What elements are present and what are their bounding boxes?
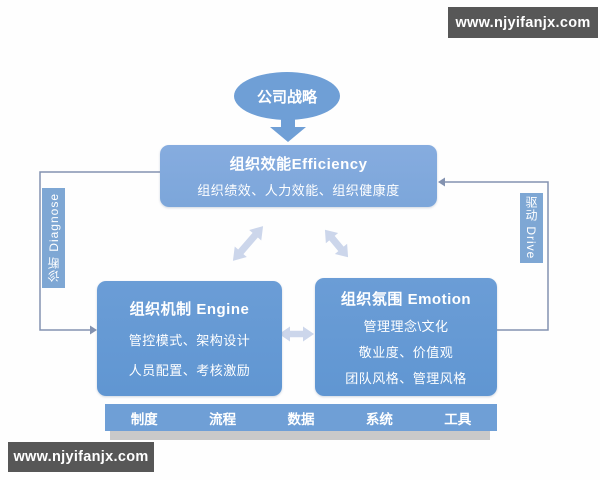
diagnose-side-label-text: 诊断 Diagnose — [47, 193, 61, 283]
watermark-top: www.njyifanjx.com — [448, 7, 598, 38]
efficiency-engine-double-arrow-icon — [232, 226, 264, 261]
foundation-bar: 制度 流程 数据 系统 工具 — [105, 404, 497, 431]
watermark-top-text: www.njyifanjx.com — [455, 14, 591, 31]
efficiency-title: 组织效能Efficiency — [229, 156, 368, 173]
emotion-line: 敬业度、价值观 — [358, 344, 454, 360]
emotion-line: 管理理念\文化 — [363, 318, 449, 334]
watermark-bottom-text: www.njyifanjx.com — [13, 449, 149, 465]
strategy-down-arrow-icon — [270, 118, 306, 142]
diagnose-arrowhead-icon — [90, 325, 97, 335]
engine-line: 人员配置、考核激励 — [128, 363, 251, 378]
drive-side-label: 驱动 Drive — [520, 193, 543, 263]
foundation-item: 数据 — [287, 411, 315, 427]
foundation-item: 制度 — [130, 411, 158, 427]
engine-emotion-double-arrow-icon — [279, 326, 314, 342]
diagnose-side-label: 诊断 Diagnose — [42, 188, 65, 288]
efficiency-emotion-double-arrow-icon — [324, 229, 349, 258]
foundation-item: 工具 — [444, 411, 472, 427]
watermark-bottom: www.njyifanjx.com — [8, 442, 154, 472]
engine-box: 组织机制 Engine 管控模式、架构设计 人员配置、考核激励 — [97, 281, 282, 396]
engine-line: 管控模式、架构设计 — [128, 333, 251, 348]
efficiency-box: 组织效能Efficiency 组织绩效、人力效能、组织健康度 — [160, 145, 437, 207]
strategy-label: 公司战略 — [256, 88, 317, 106]
efficiency-subtitle: 组织绩效、人力效能、组织健康度 — [197, 183, 400, 198]
foundation-item: 流程 — [209, 411, 237, 427]
foundation-item: 系统 — [365, 411, 393, 427]
emotion-box: 组织氛围 Emotion 管理理念\文化 敬业度、价值观 团队风格、管理风格 — [315, 278, 497, 396]
emotion-line: 团队风格、管理风格 — [345, 370, 467, 386]
foundation-bar-shadow — [110, 431, 490, 440]
engine-title: 组织机制 Engine — [129, 301, 250, 318]
drive-arrowhead-icon — [438, 177, 445, 187]
drive-side-label-text: 驱动 Drive — [524, 196, 538, 260]
emotion-title: 组织氛围 Emotion — [340, 290, 472, 308]
strategy-ellipse: 公司战略 — [234, 72, 340, 120]
